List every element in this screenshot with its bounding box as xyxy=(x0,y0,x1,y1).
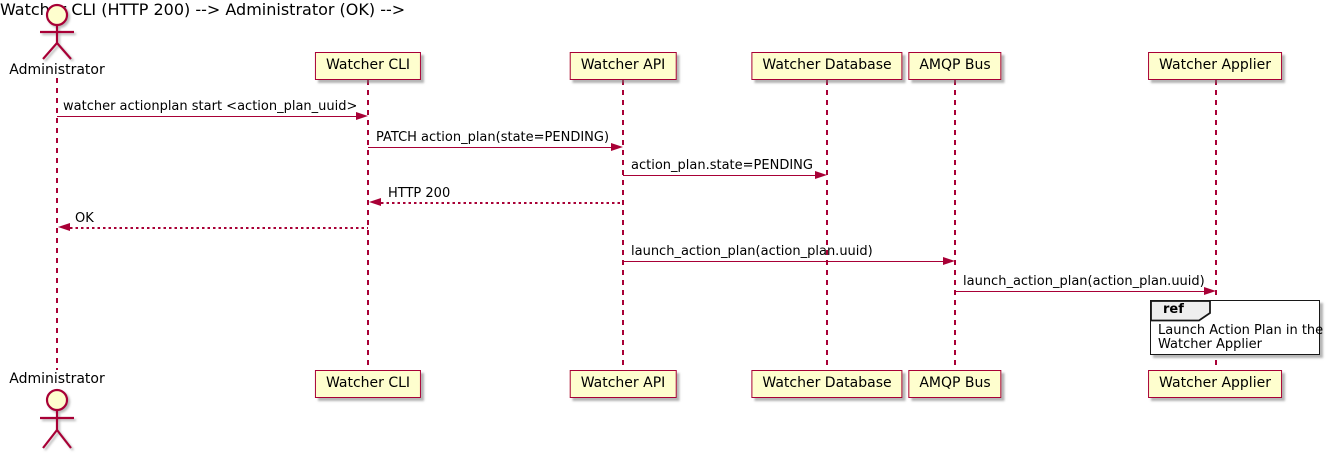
ref-text-line2: Watcher Applier xyxy=(1158,337,1262,352)
lifeline-watcher-database xyxy=(826,80,828,370)
participant-watcher-api-bottom: Watcher API xyxy=(569,370,677,398)
message-line xyxy=(368,147,611,148)
message-label: watcher actionplan start <action_plan_uu… xyxy=(63,99,358,114)
arrowhead-icon xyxy=(611,143,623,151)
message-label: launch_action_plan(action_plan.uuid) xyxy=(963,274,1205,289)
arrowhead-icon xyxy=(943,257,955,265)
lifeline-amqp-bus xyxy=(954,80,956,370)
message-label: action_plan.state=PENDING xyxy=(631,158,813,173)
message-line xyxy=(57,116,356,117)
lifeline-watcher-api xyxy=(622,80,624,370)
message-label: launch_action_plan(action_plan.uuid) xyxy=(631,244,873,259)
ref-fragment: ref Launch Action Plan in the Watcher Ap… xyxy=(1150,300,1324,355)
participant-amqp-bus-bottom: AMQP Bus xyxy=(908,370,1002,398)
arrowhead-icon xyxy=(356,112,368,120)
participant-watcher-applier-top: Watcher Applier xyxy=(1148,52,1282,80)
arrowhead-icon xyxy=(369,198,381,206)
participant-amqp-bus-top: AMQP Bus xyxy=(908,52,1002,80)
message-line xyxy=(623,175,815,176)
participant-watcher-api-top: Watcher API xyxy=(569,52,677,80)
message-line xyxy=(70,227,368,229)
actor-label-top: Administrator xyxy=(9,62,105,78)
lifeline-administrator xyxy=(56,78,58,370)
participant-watcher-database-bottom: Watcher Database xyxy=(751,370,903,398)
message-label: HTTP 200 xyxy=(388,186,451,201)
arrowhead-icon xyxy=(1204,287,1216,295)
participant-watcher-database-top: Watcher Database xyxy=(751,52,903,80)
message-line xyxy=(381,202,623,204)
message-line xyxy=(623,261,943,262)
message-line xyxy=(955,291,1204,292)
participant-watcher-cli-top: Watcher CLI xyxy=(314,52,422,80)
actor-label-bottom: Administrator xyxy=(9,371,105,387)
message-label: OK xyxy=(75,211,94,226)
ref-header-pentagon-icon xyxy=(1150,300,1211,322)
arrowhead-icon xyxy=(58,223,70,231)
lifeline-watcher-applier xyxy=(1215,80,1217,370)
message-label: PATCH action_plan(state=PENDING) xyxy=(376,130,610,145)
ref-keyword: ref xyxy=(1163,302,1184,317)
actor-icon xyxy=(40,388,74,449)
participant-watcher-applier-bottom: Watcher Applier xyxy=(1148,370,1282,398)
ref-text-line1: Launch Action Plan in the xyxy=(1158,323,1324,338)
participant-watcher-cli-bottom: Watcher CLI xyxy=(314,370,422,398)
actor-icon xyxy=(40,3,74,60)
arrowhead-icon xyxy=(815,171,827,179)
lifeline-watcher-cli xyxy=(367,80,369,370)
